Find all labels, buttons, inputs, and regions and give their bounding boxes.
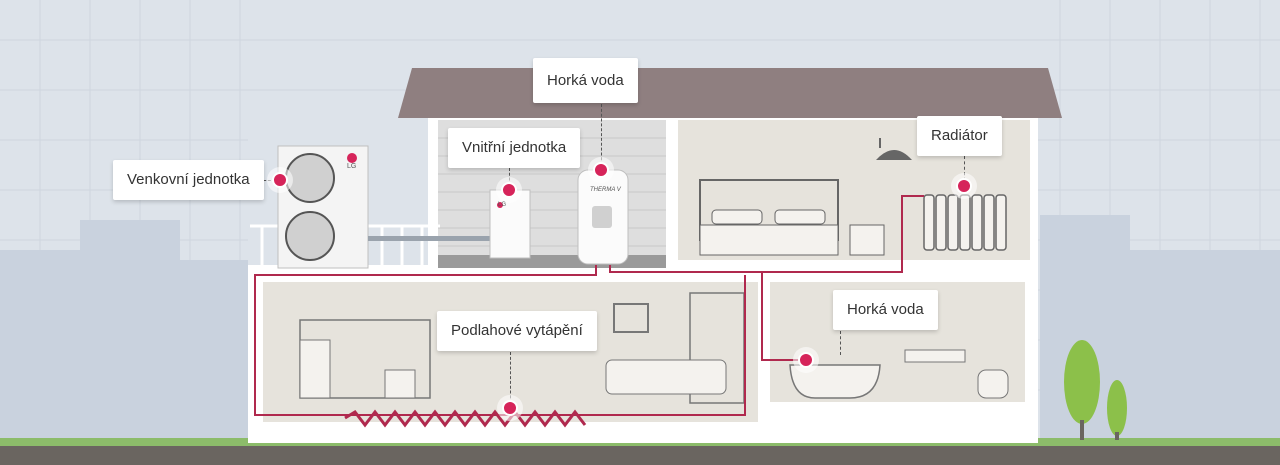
therma-v-logo: THERMA V	[590, 187, 621, 193]
floor-heating-coil	[344, 409, 587, 428]
roof	[398, 68, 1062, 118]
bath-hot-water-hotspot[interactable]	[798, 352, 814, 368]
trees	[1064, 340, 1127, 440]
radiator-device	[923, 194, 1007, 251]
bathroom	[770, 282, 1025, 402]
ground	[0, 446, 1280, 465]
water-tank-device	[577, 169, 629, 265]
leader-hot-water-bath	[840, 331, 841, 355]
heating-pipes	[254, 195, 924, 416]
radiator-hotspot[interactable]	[956, 178, 972, 194]
hot-water-tank-hotspot[interactable]	[593, 162, 609, 178]
lg-logo: LG	[347, 163, 357, 170]
floor-heating-label[interactable]: Podlahové vytápění	[437, 311, 597, 351]
leader-indoor-unit	[509, 168, 510, 190]
bath-hot-water-label[interactable]: Horká voda	[833, 290, 938, 330]
indoor-lg-logo: LG	[498, 202, 507, 208]
outdoor-unit-device	[277, 145, 369, 269]
balcony-floor	[248, 265, 438, 273]
indoor-unit-device	[489, 189, 531, 259]
floor-heating-hotspot[interactable]	[502, 400, 518, 416]
hot-water-label[interactable]: Horká voda	[533, 58, 638, 103]
radiator-label[interactable]: Radiátor	[917, 116, 1002, 156]
outdoor-unit-hotspot[interactable]	[272, 172, 288, 188]
leader-outdoor-unit	[254, 180, 280, 181]
outdoor-pipe	[368, 236, 490, 241]
leader-hot-water-top	[601, 104, 602, 170]
leader-radiator	[964, 156, 965, 186]
background-buildings	[0, 215, 1280, 440]
outdoor-unit-label[interactable]: Venkovní jednotka	[113, 160, 264, 200]
leader-floor-heating	[510, 352, 511, 408]
indoor-unit-hotspot[interactable]	[501, 182, 517, 198]
indoor-unit-label[interactable]: Vnitřní jednotka	[448, 128, 581, 168]
